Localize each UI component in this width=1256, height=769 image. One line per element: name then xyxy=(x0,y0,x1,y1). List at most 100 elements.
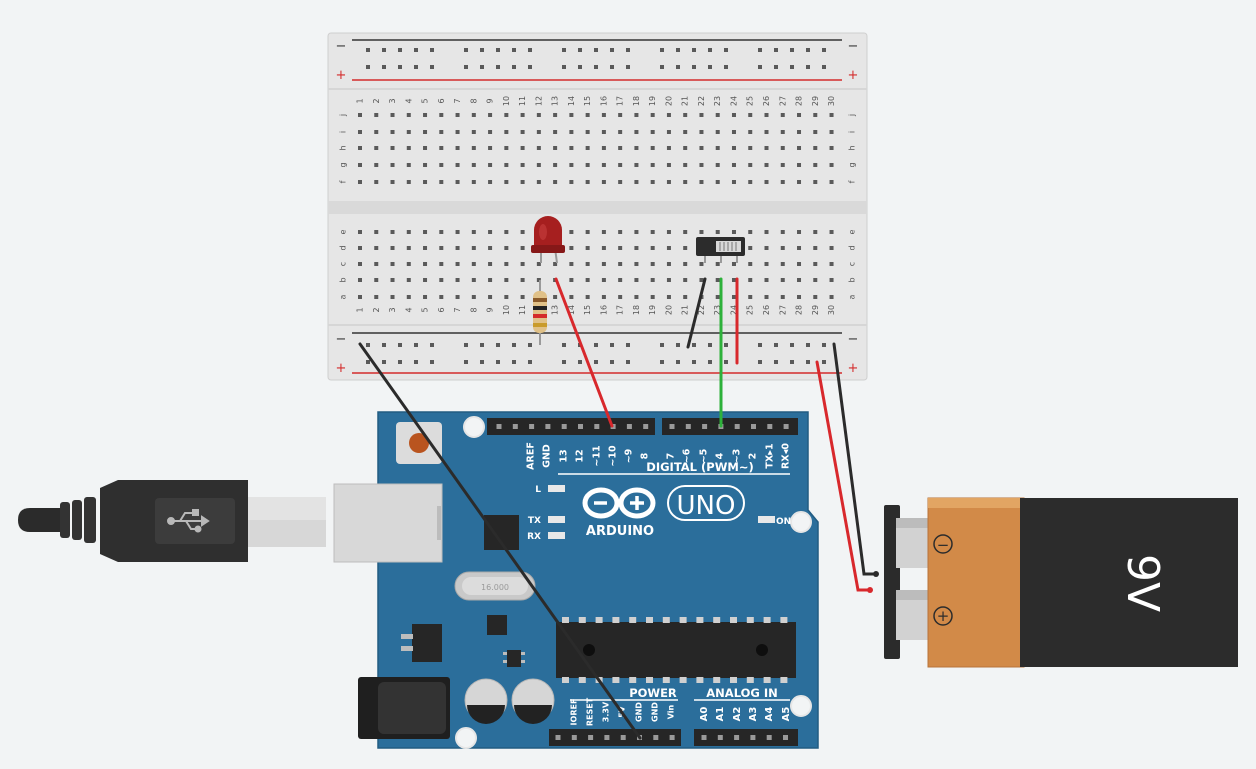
breadboard-hole[interactable] xyxy=(601,246,606,250)
wire-rail-to-arduino-gnd[interactable] xyxy=(358,342,642,740)
breadboard-hole[interactable] xyxy=(724,343,728,347)
breadboard-hole[interactable] xyxy=(423,146,428,150)
breadboard-hole[interactable] xyxy=(520,130,525,134)
breadboard-hole[interactable] xyxy=(455,113,460,117)
breadboard-hole[interactable] xyxy=(748,230,753,234)
breadboard-hole[interactable] xyxy=(634,295,639,299)
breadboard-hole[interactable] xyxy=(358,130,362,134)
breadboard-hole[interactable] xyxy=(780,146,785,150)
breadboard-hole[interactable] xyxy=(806,65,810,69)
breadboard-hole[interactable] xyxy=(585,295,590,299)
breadboard-hole[interactable] xyxy=(439,262,444,266)
header-pin[interactable] xyxy=(529,424,535,429)
breadboard-hole[interactable] xyxy=(797,278,802,282)
breadboard-hole[interactable] xyxy=(813,262,818,266)
breadboard-hole[interactable] xyxy=(715,262,720,266)
breadboard-hole[interactable] xyxy=(455,230,460,234)
breadboard-hole[interactable] xyxy=(610,343,614,347)
breadboard-hole[interactable] xyxy=(504,278,509,282)
breadboard-hole[interactable] xyxy=(578,65,582,69)
breadboard-hole[interactable] xyxy=(536,278,541,282)
breadboard-hole[interactable] xyxy=(430,360,434,364)
breadboard-hole[interactable] xyxy=(731,113,736,117)
breadboard-hole[interactable] xyxy=(692,65,696,69)
breadboard-hole[interactable] xyxy=(374,230,379,234)
breadboard-hole[interactable] xyxy=(634,230,639,234)
red-led[interactable] xyxy=(531,216,565,264)
breadboard-hole[interactable] xyxy=(569,130,574,134)
breadboard-hole[interactable] xyxy=(774,343,778,347)
header-pin[interactable] xyxy=(604,735,610,740)
slide-switch[interactable] xyxy=(696,237,745,263)
breadboard-hole[interactable] xyxy=(790,343,794,347)
breadboard-hole[interactable] xyxy=(797,130,802,134)
breadboard-hole[interactable] xyxy=(390,130,395,134)
breadboard-hole[interactable] xyxy=(650,295,655,299)
breadboard-hole[interactable] xyxy=(692,360,696,364)
breadboard-hole[interactable] xyxy=(374,163,379,167)
header-pin[interactable] xyxy=(594,424,600,429)
breadboard-hole[interactable] xyxy=(480,65,484,69)
breadboard-hole[interactable] xyxy=(382,343,386,347)
breadboard-hole[interactable] xyxy=(634,246,639,250)
header-pin[interactable] xyxy=(653,735,659,740)
header-pin[interactable] xyxy=(545,424,551,429)
breadboard-hole[interactable] xyxy=(715,130,720,134)
breadboard-hole[interactable] xyxy=(683,146,688,150)
breadboard-hole[interactable] xyxy=(496,65,500,69)
header-pin[interactable] xyxy=(669,424,675,429)
breadboard-hole[interactable] xyxy=(382,65,386,69)
breadboard-hole[interactable] xyxy=(822,343,826,347)
breadboard-hole[interactable] xyxy=(676,360,680,364)
breadboard-hole[interactable] xyxy=(358,262,362,266)
breadboard-hole[interactable] xyxy=(699,163,704,167)
breadboard-hole[interactable] xyxy=(390,278,395,282)
breadboard[interactable]: − + − + − + − + 112233445566778899101011… xyxy=(327,32,868,381)
breadboard-hole[interactable] xyxy=(601,262,606,266)
breadboard-hole[interactable] xyxy=(390,262,395,266)
breadboard-hole[interactable] xyxy=(553,295,558,299)
breadboard-hole[interactable] xyxy=(430,48,434,52)
breadboard-hole[interactable] xyxy=(488,230,493,234)
breadboard-hole[interactable] xyxy=(780,180,785,184)
breadboard-hole[interactable] xyxy=(553,146,558,150)
breadboard-hole[interactable] xyxy=(358,295,362,299)
breadboard-hole[interactable] xyxy=(748,130,753,134)
breadboard-hole[interactable] xyxy=(439,180,444,184)
breadboard-hole[interactable] xyxy=(562,343,566,347)
breadboard-hole[interactable] xyxy=(806,360,810,364)
breadboard-hole[interactable] xyxy=(504,130,509,134)
breadboard-hole[interactable] xyxy=(797,146,802,150)
breadboard-hole[interactable] xyxy=(601,230,606,234)
breadboard-hole[interactable] xyxy=(471,180,476,184)
breadboard-hole[interactable] xyxy=(634,262,639,266)
breadboard-hole[interactable] xyxy=(683,113,688,117)
breadboard-hole[interactable] xyxy=(406,163,411,167)
breadboard-hole[interactable] xyxy=(390,246,395,250)
breadboard-hole[interactable] xyxy=(748,113,753,117)
header-pin[interactable] xyxy=(734,735,740,740)
breadboard-hole[interactable] xyxy=(660,48,664,52)
header-pin[interactable] xyxy=(717,735,723,740)
breadboard-hole[interactable] xyxy=(731,278,736,282)
breadboard-hole[interactable] xyxy=(618,295,623,299)
breadboard-hole[interactable] xyxy=(366,360,370,364)
reset-button[interactable] xyxy=(396,422,442,464)
breadboard-hole[interactable] xyxy=(813,146,818,150)
breadboard-hole[interactable] xyxy=(374,295,379,299)
header-pin[interactable] xyxy=(496,424,502,429)
breadboard-hole[interactable] xyxy=(758,360,762,364)
breadboard-hole[interactable] xyxy=(666,130,671,134)
breadboard-hole[interactable] xyxy=(829,146,834,150)
breadboard-hole[interactable] xyxy=(601,146,606,150)
breadboard-hole[interactable] xyxy=(618,146,623,150)
breadboard-hole[interactable] xyxy=(748,278,753,282)
breadboard-hole[interactable] xyxy=(406,278,411,282)
breadboard-hole[interactable] xyxy=(455,146,460,150)
breadboard-hole[interactable] xyxy=(520,230,525,234)
breadboard-hole[interactable] xyxy=(585,262,590,266)
breadboard-hole[interactable] xyxy=(374,146,379,150)
header-pin[interactable] xyxy=(783,424,789,429)
breadboard-hole[interactable] xyxy=(797,163,802,167)
breadboard-hole[interactable] xyxy=(780,278,785,282)
